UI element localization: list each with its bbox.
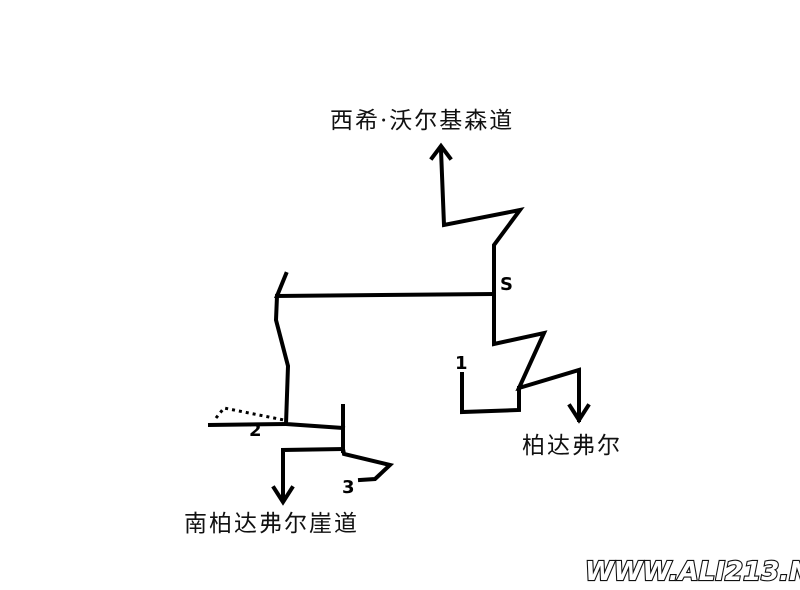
marker-2: 2 [249,420,262,441]
route-west-descent [273,293,346,431]
route-branch-2 [207,421,289,428]
marker-1: 1 [455,353,468,374]
marker-start: S [500,274,513,295]
route-branch-2-dashed [214,406,285,422]
route-west-connector [274,271,497,299]
route-east [492,294,581,422]
route-branch-1 [460,372,521,415]
destination-south-label: 南柏达弗尔崖道 [184,511,359,537]
arrow-north-head [429,142,453,161]
route-north [438,147,525,298]
destination-east-label: 柏达弗尔 [522,433,622,459]
watermark: WWW.ALI213.NET [585,557,800,587]
destination-north-label: 西希·沃尔基森道 [330,108,514,134]
arrow-south-head [271,485,295,506]
marker-3: 3 [342,477,355,498]
route-south [281,446,346,502]
route-branch-3 [340,446,395,483]
arrow-east-head [567,403,591,424]
